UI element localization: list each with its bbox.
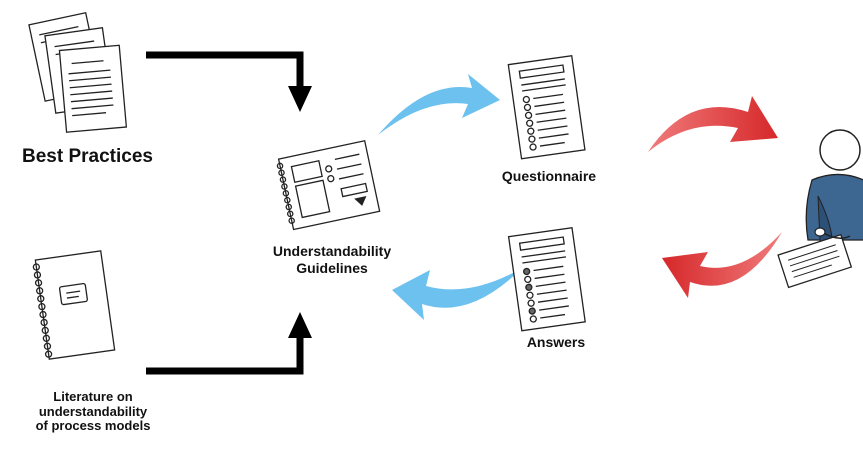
questionnaire-document-icon bbox=[507, 55, 586, 160]
blue-arrow-to-guidelines bbox=[392, 268, 522, 320]
red-arrow-to-answers bbox=[662, 232, 782, 298]
red-arrow-to-person bbox=[648, 96, 778, 152]
best-practices-label: Best Practices bbox=[22, 146, 153, 167]
best-practices-arrow bbox=[146, 51, 312, 112]
blue-arrow-to-questionnaire bbox=[378, 74, 500, 135]
guidelines-notebook-icon bbox=[276, 140, 381, 231]
answers-document-icon bbox=[507, 227, 586, 332]
literature-label: Literature on understandability of proce… bbox=[35, 389, 151, 434]
literature-notebook-icon bbox=[32, 250, 116, 360]
literature-arrow bbox=[146, 312, 312, 375]
person-icon bbox=[777, 129, 863, 289]
best-practices-documents-icon bbox=[28, 12, 128, 133]
answers-label: Answers bbox=[526, 334, 586, 350]
understandability-guidelines-label: Understandability Guidelines bbox=[272, 243, 392, 276]
questionnaire-label: Questionnaire bbox=[501, 168, 597, 184]
